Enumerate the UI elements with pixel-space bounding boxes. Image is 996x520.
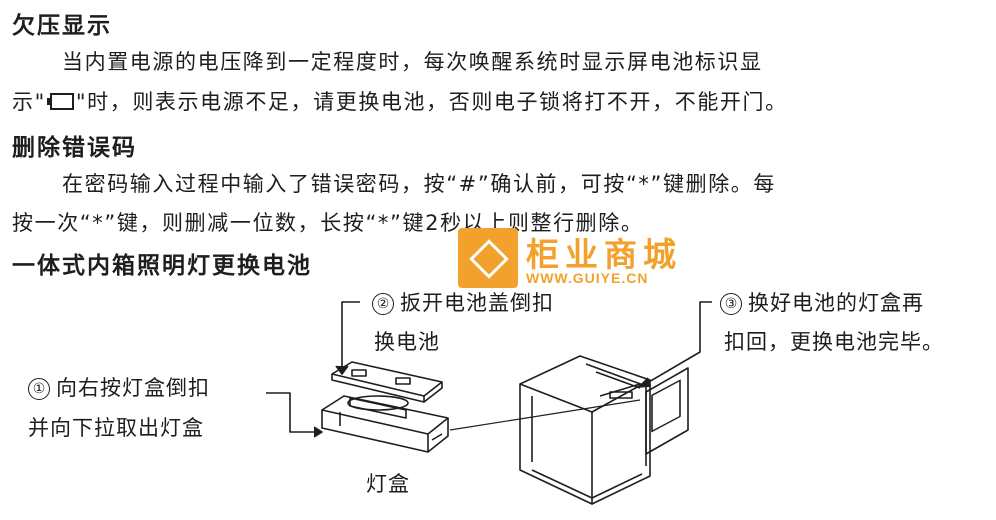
- step2-label-line1: ② 扳开电池盖倒扣: [372, 287, 554, 317]
- low-voltage-text-line2-start: 示": [12, 90, 46, 114]
- lamp-box-connector-line: [449, 399, 641, 431]
- step3-label-line2: 扣回，更换电池完毕。: [724, 330, 944, 354]
- heading-replace-light-battery: 一体式内箱照明灯更换电池: [12, 253, 312, 279]
- step2-label-line2: 换电池: [374, 330, 440, 354]
- step1-leader-line: [266, 392, 320, 433]
- heading-low-voltage: 欠压显示: [12, 13, 112, 39]
- step2-text: 扳开电池盖倒扣: [400, 291, 554, 315]
- low-voltage-text-line2: 示" "时，则表示电源不足，请更换电池，否则电子锁将打不开，不能开门。: [12, 86, 788, 116]
- step3-text: 换好电池的灯盒再: [748, 291, 924, 315]
- step1-number: ①: [28, 378, 50, 400]
- watermark-url: WWW.GUIYE.CN: [526, 270, 649, 286]
- step3-number: ③: [720, 293, 742, 315]
- step1-text: 向右按灯盒倒扣: [56, 376, 210, 400]
- lamp-box-label: 灯盒: [366, 472, 410, 496]
- step3-leader-line: [641, 301, 712, 387]
- step1-label-line2: 并向下拉取出灯盒: [28, 416, 204, 440]
- step1-label-line1: ① 向右按灯盒倒扣: [28, 372, 210, 402]
- low-voltage-text-line2-end: "时，则表示电源不足，请更换电池，否则电子锁将打不开，不能开门。: [75, 90, 788, 114]
- step2-number: ②: [372, 293, 394, 315]
- logo-mark-icon: [458, 228, 518, 288]
- delete-code-text-line1: 在密码输入过程中输入了错误密码，按“#”确认前，可按“*”键删除。每: [62, 172, 777, 196]
- watermark-name: 柜业商城: [526, 235, 682, 274]
- battery-cover-drawing: [331, 361, 443, 403]
- cabinet-drawing: [519, 355, 689, 505]
- watermark-logo: 柜业商城 WWW.GUIYE.CN: [458, 228, 706, 290]
- low-voltage-text-line1: 当内置电源的电压降到一定程度时，每次唤醒系统时显示屏电池标识显: [62, 50, 763, 74]
- delete-code-text-line2: 按一次“*”键，则删减一位数，长按“*”键2秒以上则整行删除。: [12, 211, 644, 235]
- lamp-box-drawing: [321, 395, 449, 453]
- step2-leader-line: [341, 301, 360, 370]
- step3-label-line1: ③ 换好电池的灯盒再: [720, 287, 924, 317]
- heading-delete-error-code: 删除错误码: [12, 135, 137, 161]
- battery-icon: [46, 93, 74, 110]
